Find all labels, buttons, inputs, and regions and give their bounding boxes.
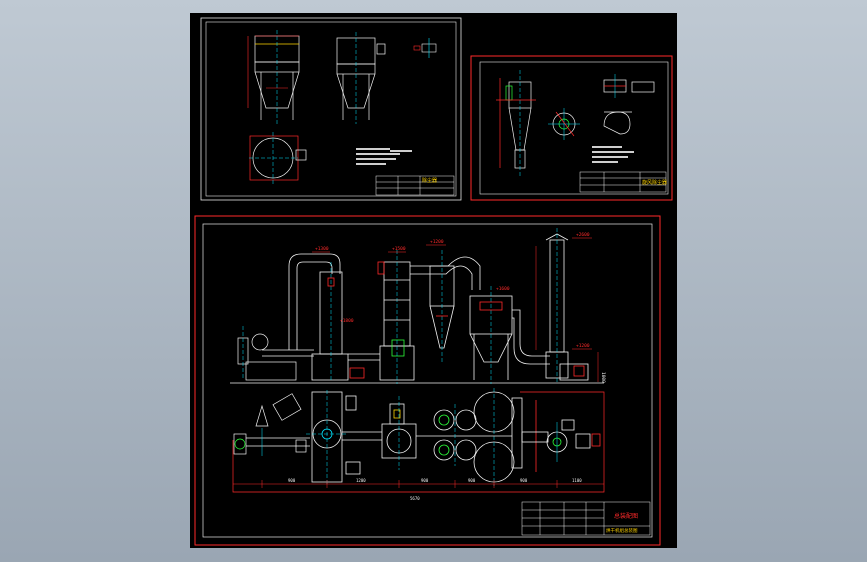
sheet-assembly[interactable]: +1300 +1500 +1200 +1800 +2600 +1600 +120… [194, 215, 661, 546]
elevation-mark: +2600 [576, 232, 590, 238]
assembly-title-block [521, 501, 651, 536]
elevation-mark: +1300 [315, 246, 329, 252]
elevation-leader-lines [312, 237, 599, 382]
elevation-cyclone [429, 250, 455, 362]
plan-dimension-labels: 900 1200 900 900 900 1100 5670 [288, 478, 582, 501]
sheet-inner-border [479, 61, 669, 195]
sheet-cyclone[interactable]: 旋风除尘器 [470, 55, 673, 201]
plan-dimension-chain [233, 480, 604, 488]
elevation-mark: +1500 [392, 246, 406, 252]
cyclone-front-view [496, 70, 536, 176]
elevation-mark: +1600 [496, 286, 510, 292]
assembly-title-text: 总装配图 [614, 512, 638, 520]
cyclone-title-block [579, 171, 667, 193]
assembly-drawing-number: 烘干机组总装图 [606, 527, 638, 534]
dimension-label: 900 [288, 478, 296, 483]
cyclone-top-view [548, 108, 580, 140]
elevation-exhaust-stack [545, 228, 589, 384]
elevation-mark: +1800 [340, 318, 354, 324]
elevation-fan-unit [237, 326, 314, 381]
elevation-hot-air-duct [288, 253, 341, 350]
sheet-bag-filter[interactable]: 除尘器 [200, 17, 462, 201]
plan-fan-unit [233, 393, 310, 456]
sheet-outer-border [470, 55, 673, 201]
elevation-dryer-column [311, 262, 380, 382]
total-dimension-label: 5670 [410, 496, 420, 501]
cyclone-flange-detail [603, 74, 655, 98]
plan-exhaust-stack [521, 419, 601, 462]
dimension-label: 1100 [572, 478, 582, 483]
elevation-exhaust-duct [512, 309, 550, 365]
sheet-outer-border [200, 17, 462, 201]
cyclone-title-text: 旋风除尘器 [642, 179, 667, 186]
bag-filter-title-text: 除尘器 [422, 177, 437, 184]
plan-twin-cyclones [416, 404, 478, 466]
model-space-background [190, 13, 677, 548]
bag-filter-title-block [375, 175, 455, 196]
plan-bag-filters [473, 388, 537, 486]
plan-main-tower [381, 396, 417, 470]
sheet-inner-border [205, 21, 457, 197]
bag-filter-side-view [336, 32, 386, 124]
elevation-bag-filter [469, 286, 513, 384]
sheet-inner-border [202, 223, 653, 538]
side-dimension: 1000 [600, 372, 606, 383]
elevation-main-tower [377, 250, 415, 384]
elevation-mark: +1200 [576, 343, 590, 349]
dimension-label: 900 [421, 478, 429, 483]
cyclone-inlet-volute [603, 111, 632, 135]
bag-filter-technical-notes [356, 148, 412, 165]
dimension-label: 1200 [356, 478, 366, 483]
cyclone-technical-notes [592, 146, 634, 163]
elevation-markers: +1300 +1500 +1200 +1800 +2600 +1600 +120… [315, 232, 590, 349]
dimension-label: 900 [520, 478, 528, 483]
bag-filter-red-hatch [247, 35, 299, 108]
bag-filter-plan-view [249, 132, 307, 184]
bag-filter-valve-detail [413, 38, 437, 58]
elevation-mark: +1200 [430, 239, 444, 245]
sheet-outer-border [194, 215, 661, 546]
plan-view-frame [232, 391, 605, 493]
dimension-label: 900 [468, 478, 476, 483]
